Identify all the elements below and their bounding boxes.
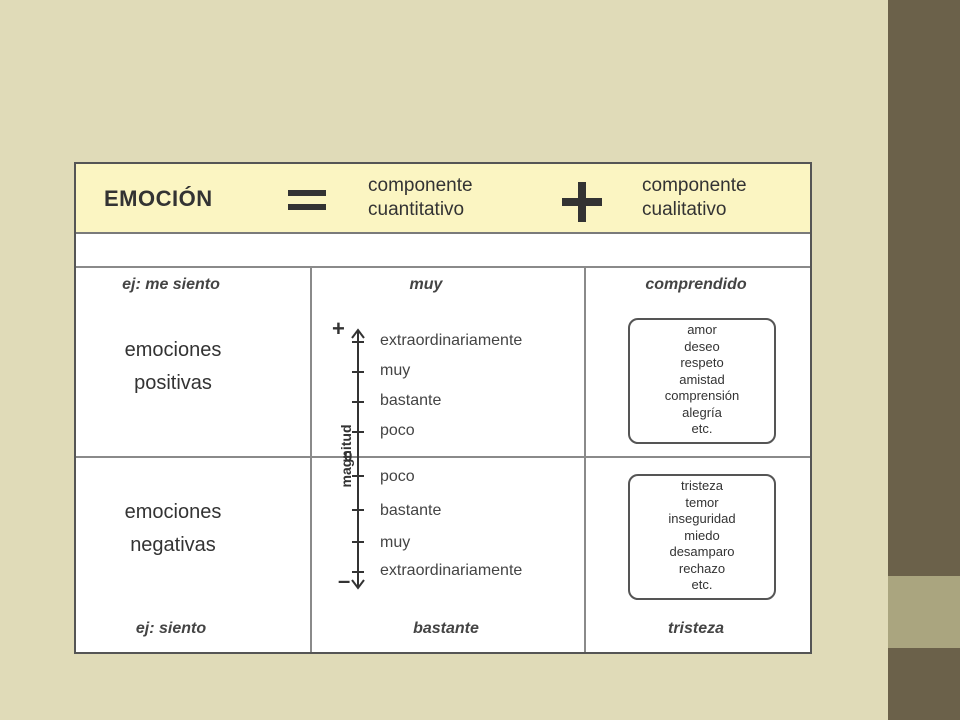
negative-emotion-item: desamparo bbox=[669, 544, 735, 559]
emotion-diagram: EMOCIÓN componente cuantitativo componen… bbox=[74, 162, 812, 654]
scale-plus: + bbox=[332, 316, 345, 341]
negative-emotion-item: temor bbox=[685, 494, 719, 510]
positive-emotion-item: respeto bbox=[680, 355, 724, 370]
level-pos-extraordinariamente: extraordinariamente bbox=[380, 332, 523, 349]
level-neg-muy: muy bbox=[380, 534, 411, 551]
quant-line-1: componente bbox=[368, 175, 473, 196]
positive-emotion-item: comprensión bbox=[664, 388, 740, 403]
magnitude-axis bbox=[351, 328, 365, 590]
grid-line-top bbox=[76, 266, 810, 268]
quantitative-component-label: componente cuantitativo bbox=[368, 174, 473, 222]
level-neg-extraordinariamente: extraordinariamente bbox=[380, 562, 523, 579]
equals-sign bbox=[288, 190, 326, 218]
positive-emotion-item: deseo bbox=[684, 338, 720, 354]
example-bottom-left: ej: siento bbox=[135, 620, 207, 637]
negative-emotion-item: tristeza bbox=[681, 478, 723, 493]
level-neg-bastante: bastante bbox=[380, 502, 442, 519]
category-negative-line-1: emociones bbox=[124, 501, 222, 523]
negative-emotions-box: tristeza temor inseguridad miedo desampa… bbox=[628, 474, 776, 600]
grid-line-middle bbox=[76, 456, 810, 458]
category-negative-line-2: negativas bbox=[130, 534, 216, 556]
category-positive-line-1: emociones bbox=[124, 339, 222, 361]
axis-arrow-up bbox=[351, 328, 365, 339]
qual-line-2: cualitativo bbox=[642, 199, 727, 220]
level-neg-poco: poco bbox=[380, 468, 415, 485]
category-positive: emociones positivas bbox=[98, 334, 248, 400]
category-negative: emociones negativas bbox=[98, 496, 248, 562]
negative-emotion-item: rechazo bbox=[678, 560, 726, 576]
quant-line-2: cuantitativo bbox=[368, 199, 465, 220]
grid-line-col-2 bbox=[584, 268, 586, 652]
level-pos-bastante: bastante bbox=[380, 392, 442, 409]
scale-minus: – bbox=[338, 568, 351, 593]
scale-zero: 0 bbox=[344, 448, 353, 465]
positive-emotion-item: etc. bbox=[691, 421, 713, 436]
category-positive-line-2: positivas bbox=[134, 372, 212, 394]
example-top-right: comprendido bbox=[645, 276, 747, 293]
positive-emotions-box: amor deseo respeto amistad comprensión a… bbox=[628, 318, 776, 444]
example-top-middle: muy bbox=[409, 276, 443, 293]
plus-sign bbox=[562, 182, 602, 222]
example-bottom-middle: bastante bbox=[413, 620, 479, 637]
level-pos-muy: muy bbox=[380, 362, 411, 379]
header-band: EMOCIÓN componente cuantitativo componen… bbox=[76, 164, 810, 234]
positive-emotion-item: alegría bbox=[682, 404, 722, 420]
example-top-left: ej: me siento bbox=[122, 276, 220, 293]
axis-arrow-down bbox=[351, 579, 365, 590]
level-pos-poco: poco bbox=[380, 422, 415, 439]
negative-emotion-item: etc. bbox=[691, 577, 713, 592]
qual-line-1: componente bbox=[642, 175, 747, 196]
positive-emotion-item: amor bbox=[687, 322, 717, 337]
positive-emotion-item: amistad bbox=[679, 371, 725, 387]
emocion-title: EMOCIÓN bbox=[104, 186, 213, 211]
negative-emotion-item: miedo bbox=[684, 527, 720, 543]
negative-emotion-item: inseguridad bbox=[668, 511, 736, 526]
example-bottom-right: tristeza bbox=[667, 620, 725, 637]
qualitative-component-label: componente cualitativo bbox=[642, 174, 747, 222]
sidebar-light-block bbox=[888, 576, 960, 648]
grid-line-col-1 bbox=[310, 268, 312, 652]
